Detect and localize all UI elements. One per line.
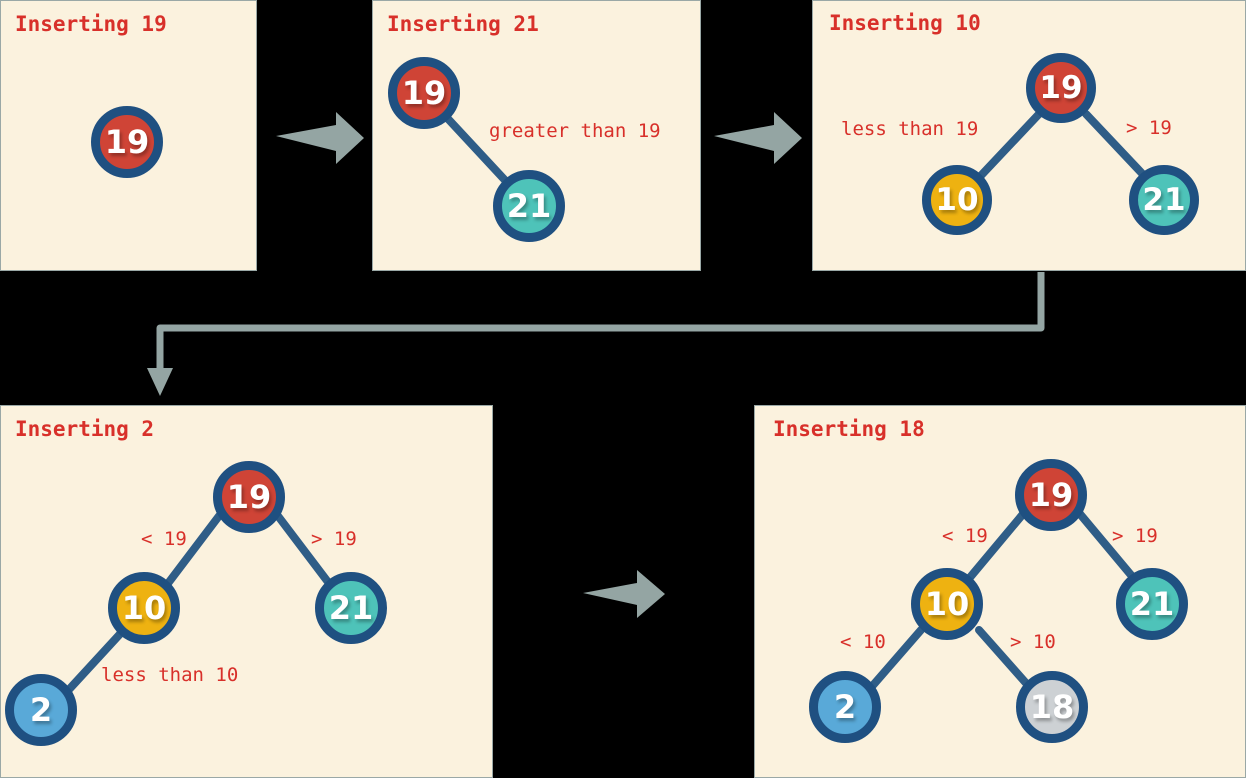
edge-10-2 (59, 630, 124, 700)
tree-node-21: 21 (1129, 165, 1199, 235)
tree-edges (864, 510, 1140, 695)
flow-arrow-1-2 (276, 112, 364, 164)
node-value: 10 (924, 585, 970, 623)
tree-node-21: 21 (1116, 568, 1188, 640)
edge-label-greater-than-19: greater than 19 (489, 120, 661, 142)
tree-node-19: 19 (1026, 53, 1096, 123)
panel-insert-10: Inserting 10 19 10 21 less than 19 > 19 (812, 0, 1246, 271)
tree-node-19: 19 (213, 461, 285, 533)
edge-19-10 (969, 110, 1043, 188)
panel-insert-2: Inserting 2 19 10 21 2 < 19 > 19 less th… (0, 405, 493, 778)
tree-node-2: 2 (5, 674, 77, 746)
edge-19-21 (274, 512, 335, 590)
edge-label-less-than-19: < 19 (942, 525, 988, 547)
panel-insert-18: Inserting 18 19 10 21 2 18 < 19 > 19 < 1… (754, 405, 1246, 778)
node-value: 21 (506, 187, 552, 225)
panel-title: Inserting 18 (773, 417, 925, 441)
node-value: 19 (104, 123, 150, 161)
edge-label-less-than-19: < 19 (141, 528, 187, 550)
tree-node-19: 19 (91, 106, 163, 178)
edge-label-less-than-10: less than 10 (101, 664, 239, 686)
node-value: 19 (401, 74, 447, 112)
edge-label-less-than-19: less than 19 (841, 118, 979, 140)
panel-title: Inserting 19 (15, 12, 167, 36)
edge-label-less-than-10: < 10 (840, 631, 886, 653)
edge-label-greater-than-19: > 19 (1112, 525, 1158, 547)
node-value: 18 (1029, 688, 1075, 726)
flow-connector-3-4-arrowhead (147, 368, 173, 396)
node-value: 21 (1129, 585, 1175, 623)
panel-title: Inserting 2 (15, 417, 155, 441)
tree-node-18: 18 (1016, 671, 1088, 743)
tree-node-10: 10 (911, 568, 983, 640)
node-value: 19 (1028, 476, 1074, 514)
edge-10-18 (975, 626, 1037, 695)
tree-node-19: 19 (1015, 459, 1087, 531)
node-value: 21 (1142, 182, 1186, 218)
node-value: 21 (328, 589, 374, 627)
node-value: 2 (29, 691, 53, 729)
edge-19-10 (963, 510, 1027, 585)
tree-edges (969, 110, 1156, 188)
panel-title: Inserting 10 (829, 11, 981, 35)
node-value: 10 (935, 182, 979, 218)
edge-19-10 (162, 512, 223, 590)
flow-arrow-2-3 (714, 112, 802, 164)
edge-label-greater-than-19: > 19 (1126, 117, 1172, 139)
flow-arrow-4-5 (583, 570, 665, 618)
panel-insert-21: Inserting 21 19 21 greater than 19 (372, 0, 701, 271)
edge-label-greater-than-10: > 10 (1010, 631, 1056, 653)
tree-node-10: 10 (922, 165, 992, 235)
node-value: 10 (121, 589, 167, 627)
tree-node-19: 19 (388, 57, 460, 129)
tree-node-21: 21 (493, 170, 565, 242)
node-value: 2 (833, 688, 857, 726)
node-value: 19 (1039, 70, 1083, 106)
edge-10-2 (864, 626, 925, 695)
panel-insert-19: Inserting 19 19 (0, 0, 257, 271)
edge-19-21 (1076, 510, 1140, 585)
tree-edges (59, 512, 335, 700)
flow-connector-3-4 (156, 272, 1045, 372)
panel-title: Inserting 21 (387, 12, 539, 36)
tree-node-10: 10 (108, 572, 180, 644)
tree-node-21: 21 (315, 572, 387, 644)
tree-node-2: 2 (809, 671, 881, 743)
edge-label-greater-than-19: > 19 (311, 528, 357, 550)
node-value: 19 (226, 478, 272, 516)
